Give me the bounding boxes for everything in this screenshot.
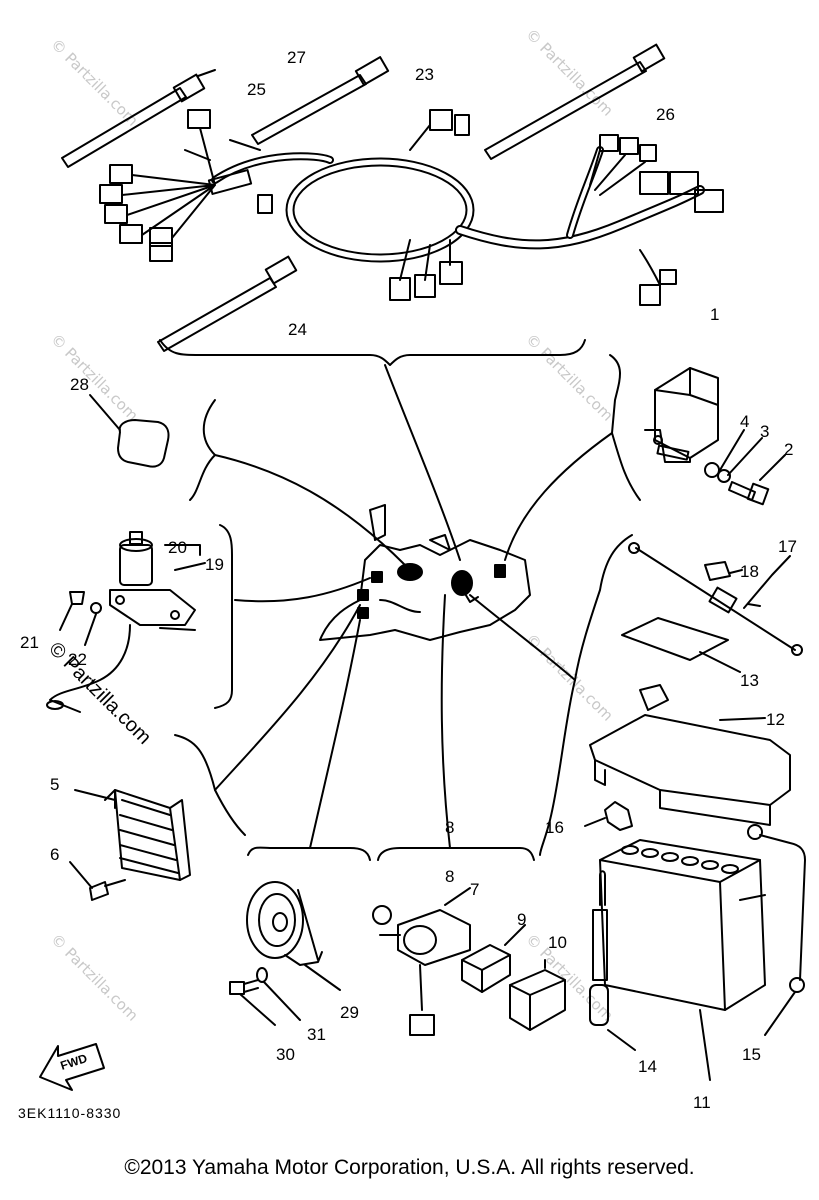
callout-28: 28	[70, 375, 89, 394]
callout-23: 23	[415, 65, 434, 84]
part-13-plate	[621, 617, 741, 673]
part-16-clamp	[584, 801, 633, 831]
diagram-code: 3EK1110-8330	[18, 1105, 121, 1121]
bracket-19	[214, 524, 233, 709]
callout-2: 2	[784, 440, 793, 459]
callout-3: 3	[760, 422, 769, 441]
watermark: © Partzilla.com	[47, 330, 142, 425]
callout-1: 1	[710, 305, 719, 324]
watermark: © Partzilla.com	[47, 35, 142, 130]
part-1-cover	[644, 367, 719, 463]
callout-layer: 1 2 3 4 5 6 7 8 8 9 10 11 12 13 14 15 16…	[20, 48, 797, 1112]
part-9-relay	[461, 924, 526, 993]
part-6-bolt	[69, 861, 126, 901]
wire-harness	[99, 109, 724, 306]
part-21-screw	[59, 591, 85, 631]
harness-bracket	[159, 339, 586, 366]
callout-12: 12	[766, 710, 785, 729]
part-15-lead	[739, 824, 806, 1036]
bracket-relay	[377, 847, 535, 861]
leader-lines	[214, 364, 613, 849]
callout-17: 17	[778, 537, 797, 556]
callout-21: 21	[20, 633, 39, 652]
callout-8-upper: 8	[445, 818, 454, 837]
part-31-washer	[256, 967, 301, 1021]
part-7-starter-relay	[372, 887, 471, 1036]
watermark: © Partzilla.com	[47, 930, 142, 1025]
callout-29: 29	[340, 1003, 359, 1022]
callout-19: 19	[205, 555, 224, 574]
callout-22: 22	[68, 650, 87, 669]
callout-26: 26	[656, 105, 675, 124]
part-11-battery	[599, 839, 766, 1081]
cable-tie-26	[484, 43, 666, 160]
part-12-battery-cover	[589, 684, 791, 826]
bracket-horn	[247, 846, 371, 861]
cable-tie-24	[157, 255, 298, 352]
frame-silhouette	[319, 504, 531, 641]
copyright-notice: ©2013 Yamaha Motor Corporation, U.S.A. A…	[124, 1156, 695, 1179]
part-19-main-switch	[46, 531, 206, 713]
callout-7: 7	[470, 880, 479, 899]
bracket-1	[609, 354, 641, 501]
part-28-cap	[89, 394, 170, 468]
callout-31: 31	[307, 1025, 326, 1044]
bracket-28	[189, 399, 216, 501]
fwd-arrow-icon	[39, 1043, 105, 1091]
callout-30: 30	[276, 1045, 295, 1064]
watermark-layer: © Partzilla.com © Partzilla.com © Partzi…	[44, 25, 616, 1025]
callout-6: 6	[50, 845, 59, 864]
part-10-relay	[509, 959, 566, 1031]
watermark: © Partzilla.com	[522, 25, 617, 120]
callout-9: 9	[517, 910, 526, 929]
callout-15: 15	[742, 1045, 761, 1064]
part-29-horn	[246, 881, 341, 991]
callout-8-lower: 8	[445, 867, 454, 886]
bracket-5	[174, 734, 246, 836]
part-2-bolt	[728, 481, 770, 506]
callout-4: 4	[740, 412, 749, 431]
part-5-rectifier	[74, 789, 191, 881]
part-14-tube	[589, 870, 636, 1051]
part-4-washer	[704, 462, 720, 478]
callout-5: 5	[50, 775, 59, 794]
part-30-bolt	[229, 979, 276, 1026]
callout-11: 11	[693, 1093, 711, 1112]
cable-tie-25	[61, 69, 216, 168]
callout-16: 16	[545, 818, 564, 837]
cable-tie-27	[251, 56, 390, 145]
part-3-washer	[717, 469, 731, 483]
callout-25: 25	[247, 80, 266, 99]
callout-13: 13	[740, 671, 759, 690]
part-17-cable	[628, 542, 803, 656]
callout-24: 24	[288, 320, 307, 339]
watermark: © Partzilla.com	[522, 330, 617, 425]
callout-20: 20	[168, 538, 187, 557]
callout-10: 10	[548, 933, 567, 952]
callout-27: 27	[287, 48, 306, 67]
part-18-fuse	[704, 561, 743, 581]
callout-14: 14	[638, 1057, 657, 1076]
callout-18: 18	[740, 562, 759, 581]
part-22-washer	[90, 602, 102, 614]
bracket-battery	[539, 534, 633, 856]
